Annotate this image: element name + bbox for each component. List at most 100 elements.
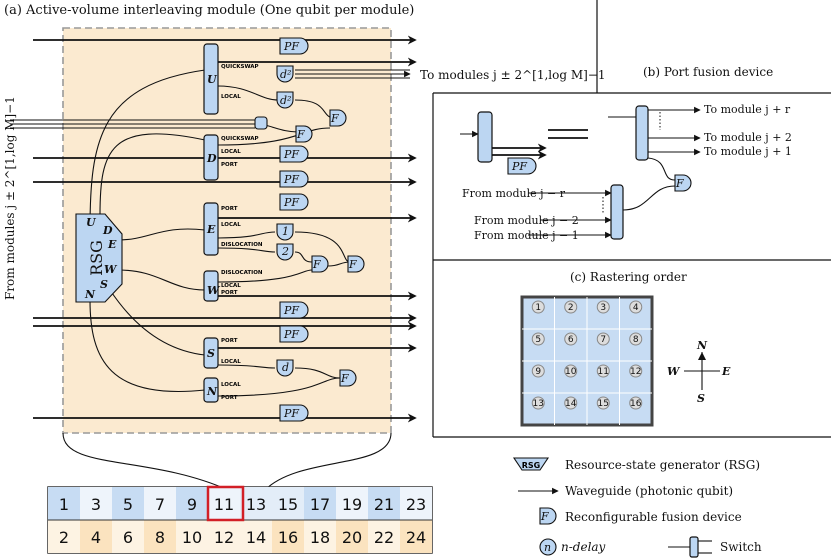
legend-waveguide: Waveguide (photonic qubit): [565, 484, 733, 498]
pf-devices: PF PF PF PF PF PF PF: [279, 37, 309, 422]
table-cell-top: [80, 487, 112, 520]
compass: N S E W: [667, 339, 731, 405]
fusion-3: F: [312, 258, 321, 271]
table-cell-bottom-label: 24: [406, 528, 426, 547]
legend: RSG Resource-state generator (RSG) Waveg…: [512, 457, 762, 558]
panel-c-title: (c) Rastering order: [570, 270, 687, 284]
label-d-port: PORT: [221, 162, 238, 168]
switch-e: [203, 202, 219, 256]
port-labels: QUICKSWAP LOCAL QUICKSWAP LOCAL PORT POR…: [221, 64, 263, 401]
table-cell-top: [400, 487, 432, 520]
delay-2: 2: [281, 245, 289, 258]
pf-1: PF: [283, 40, 299, 53]
raster-node: [629, 332, 643, 346]
table-cell-top: [272, 487, 304, 520]
table-cell-top: [176, 487, 208, 520]
raster-node-label: 13: [533, 399, 544, 409]
raster-node-label: 10: [565, 367, 577, 377]
fusion-devices: F F F F F: [295, 109, 365, 387]
raster-node-label: 12: [630, 367, 641, 377]
raster-node: [531, 332, 545, 346]
raster-node-label: 15: [598, 399, 609, 409]
pf-5: PF: [283, 304, 299, 317]
fusion-5: F: [340, 372, 349, 385]
table-cell-bottom-label: 2: [59, 528, 69, 547]
table-cell-top-label: 7: [155, 495, 165, 514]
panel-b-title: (b) Port fusion device: [643, 65, 773, 79]
switch-n-label: N: [206, 385, 218, 398]
legend-delay-symbol: n: [544, 541, 551, 554]
raster-node-label: 14: [565, 399, 577, 409]
table-cell-bottom: [272, 520, 304, 553]
raster-node: [596, 364, 610, 378]
table-cell-bottom-label: 18: [310, 528, 330, 547]
table-cell-top: [144, 487, 176, 520]
raster-node-label: 6: [568, 335, 574, 345]
fusion-4: F: [348, 258, 357, 271]
table-cell-top: [336, 487, 368, 520]
raster-node-label: 9: [535, 367, 541, 377]
switch-e-label: E: [206, 223, 216, 236]
switch-w: [203, 270, 219, 302]
table-cell-top-label: 11: [214, 495, 234, 514]
switches: U D E W S N: [203, 43, 221, 403]
switch-d-label: D: [206, 152, 217, 165]
table-highlight: [206, 485, 245, 522]
pf-input-r: From module j − r: [462, 187, 566, 200]
label-d-local: LOCAL: [221, 149, 241, 155]
table-cell-top: [208, 487, 240, 520]
compass-n: N: [696, 339, 708, 352]
label-s-port: PORT: [221, 338, 238, 344]
switch-w-label: W: [207, 284, 221, 297]
table-cell-bottom-label: 14: [246, 528, 266, 547]
table-cell-top: [240, 487, 272, 520]
pf-input-1: From module j − 1: [474, 229, 579, 242]
table-cell-bottom: [48, 520, 80, 553]
fusion-2: F: [296, 128, 305, 141]
switch-s-label: S: [207, 347, 215, 360]
pf-3: PF: [283, 173, 299, 186]
table-cell-bottom: [304, 520, 336, 553]
rsg-port-n: N: [84, 288, 96, 301]
switch-s: [203, 337, 219, 369]
table-cell-bottom: [368, 520, 400, 553]
table-cell-top-label: 1: [59, 495, 69, 514]
table-cell-bottom-label: 16: [278, 528, 298, 547]
compass-w: W: [667, 365, 681, 378]
table-cell-top-label: 15: [278, 495, 298, 514]
legend-fusion-symbol: F: [540, 510, 549, 523]
raster-node: [596, 332, 610, 346]
table-cell-top-label: 13: [246, 495, 266, 514]
raster-node-label: 5: [535, 335, 541, 345]
port-fusion-device: PF F: [460, 105, 701, 240]
raster-node: [531, 396, 545, 410]
table-cell-top: [304, 487, 336, 520]
delay-d2-2: d²: [280, 94, 291, 107]
table-cell-top-label: 17: [310, 495, 330, 514]
label-w-dislocation: DISLOCATION: [221, 270, 263, 276]
input-label: From modules j ± 2^[1,log M]−1: [3, 96, 17, 300]
pf-output-1: To module j + 1: [704, 145, 792, 158]
raster-node-label: 8: [633, 335, 639, 345]
label-n-local: LOCAL: [221, 382, 241, 388]
table-cell-bottom-label: 4: [91, 528, 101, 547]
legend-rsg-symbol: RSG: [522, 461, 541, 470]
delay-devices: d² d² 1 2 d: [254, 65, 294, 377]
raster-node: [531, 364, 545, 378]
rsg-port-s: S: [100, 278, 108, 291]
switch-n: [203, 377, 219, 403]
raster-node: [564, 300, 578, 314]
compass-e: E: [721, 365, 731, 378]
legend-rsg: Resource-state generator (RSG): [565, 458, 760, 472]
label-u-local: LOCAL: [221, 94, 241, 100]
pf-output-2: To module j + 2: [704, 131, 792, 144]
table-cell-bottom-label: 22: [374, 528, 394, 547]
label-w-local: LOCAL: [221, 283, 241, 289]
legend-fusion: Reconfigurable fusion device: [565, 510, 742, 524]
switch-d: [203, 134, 219, 181]
label-n-port: PORT: [221, 395, 238, 401]
table-cell-bottom: [400, 520, 432, 553]
